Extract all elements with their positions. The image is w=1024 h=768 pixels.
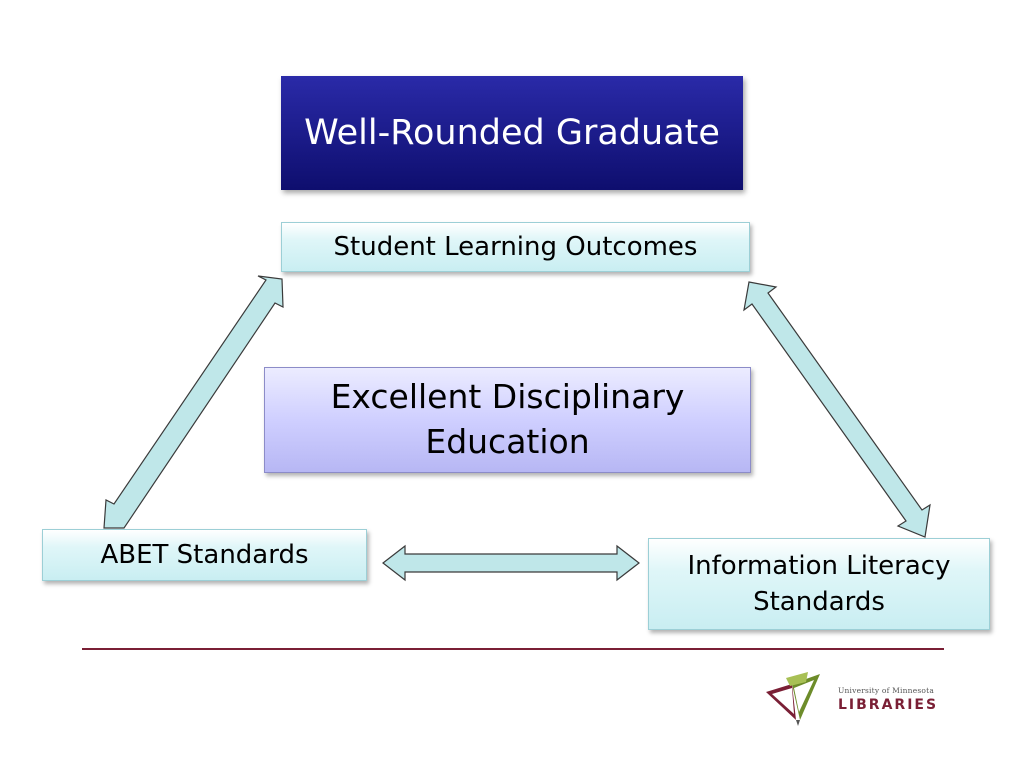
arrow-abet-infolit <box>382 544 640 582</box>
disciplinary-education-line-2: Education <box>425 422 590 461</box>
arrow-slo-abet <box>103 275 284 529</box>
graduate-title-box: Well-Rounded Graduate <box>281 76 743 190</box>
abet-standards-box: ABET Standards <box>42 529 367 581</box>
student-learning-outcomes-text: Student Learning Outcomes <box>333 232 698 262</box>
abet-standards-text: ABET Standards <box>100 540 309 570</box>
information-literacy-box: Information Literacy Standards <box>648 538 990 630</box>
open-book-logo-icon <box>766 672 820 726</box>
graduate-title-text: Well-Rounded Graduate <box>304 113 720 153</box>
logo-libraries-text: LIBRARIES <box>838 697 939 713</box>
information-literacy-line-1: Information Literacy <box>687 550 951 581</box>
arrow-slo-infolit <box>743 281 931 538</box>
university-libraries-logo: University of Minnesota LIBRARIES <box>762 670 936 728</box>
logo-university-text: University of Minnesota <box>838 686 934 695</box>
footer-divider <box>82 648 944 650</box>
disciplinary-education-box: Excellent Disciplinary Education <box>264 367 751 473</box>
student-learning-outcomes-box: Student Learning Outcomes <box>281 222 750 272</box>
information-literacy-line-2: Standards <box>753 587 885 617</box>
disciplinary-education-line-1: Excellent Disciplinary <box>330 377 685 417</box>
